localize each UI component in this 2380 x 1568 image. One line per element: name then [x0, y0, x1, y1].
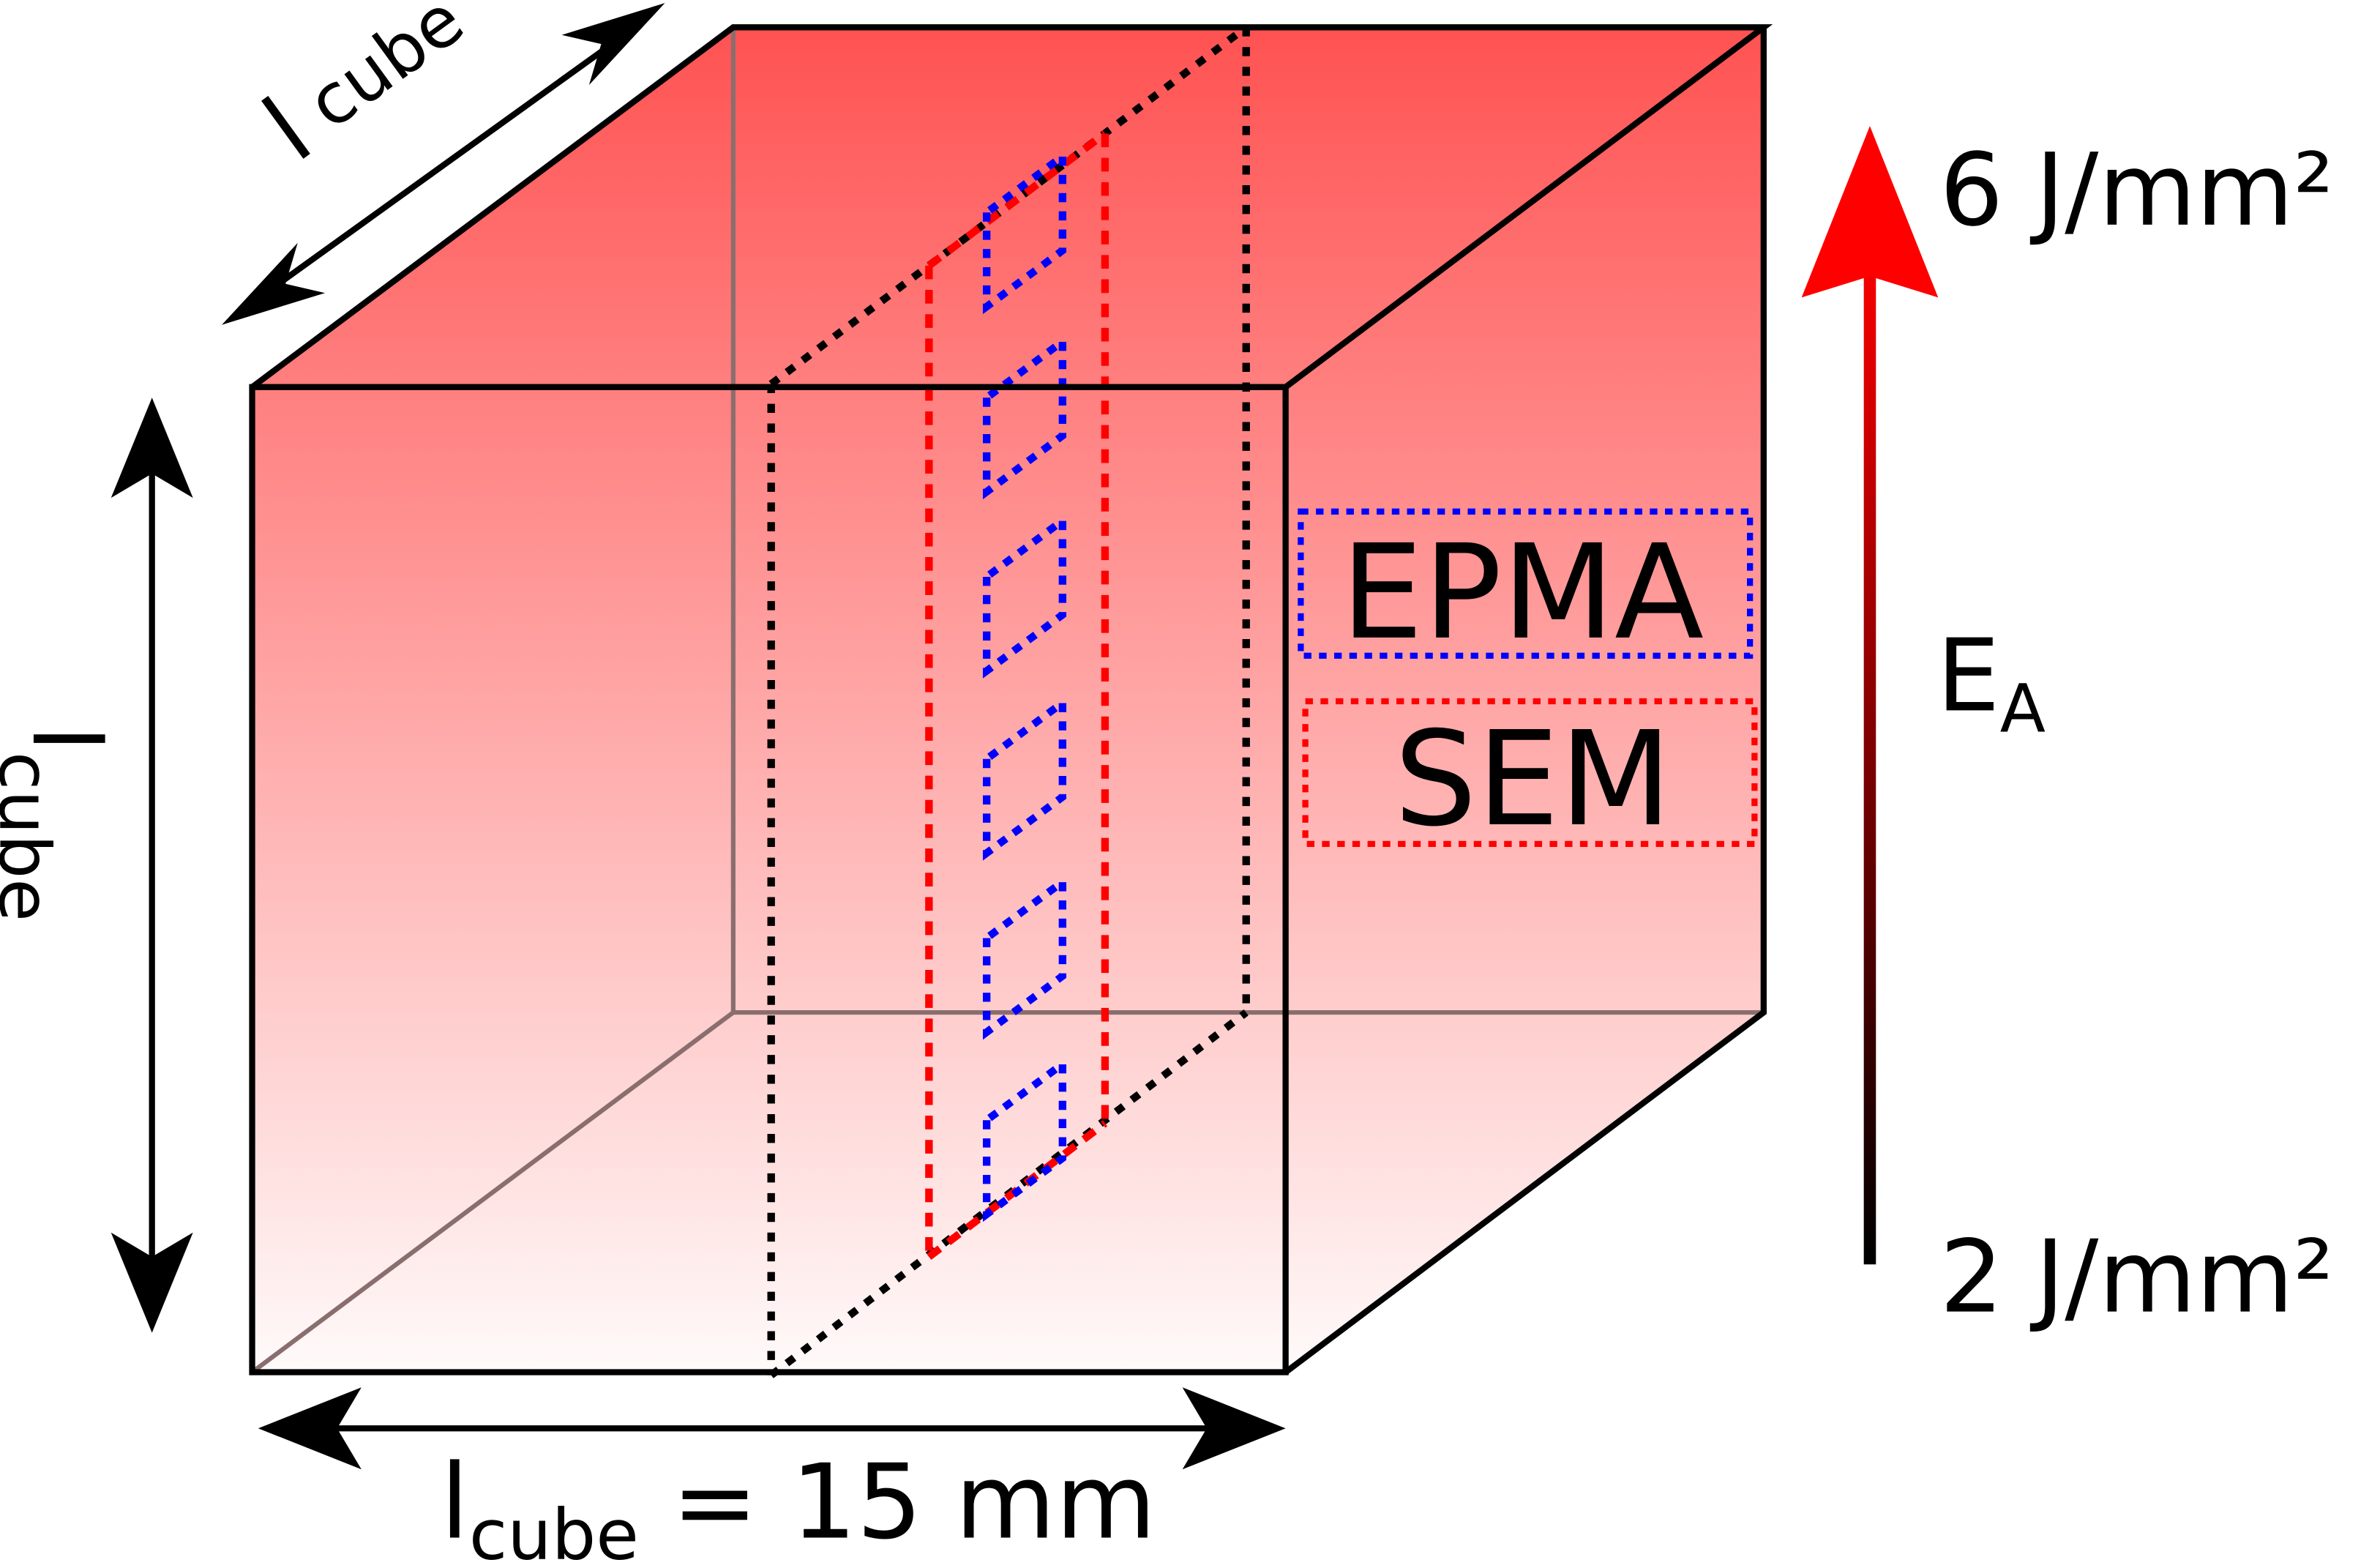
epma-region	[982, 334, 1067, 500]
width-label: lcube = 15 mm	[441, 1443, 1156, 1568]
epma-region	[982, 874, 1067, 1040]
epma-regions	[982, 149, 1067, 1222]
energy-min-label: 2 J/mm²	[1939, 1220, 2334, 1336]
epma-region	[982, 512, 1067, 679]
depth-arrow	[222, 3, 665, 325]
svg-text:EPMA: EPMA	[1341, 517, 1704, 669]
sem-legend: SEM	[1302, 698, 1758, 856]
energy-gradient-arrow	[1801, 126, 1939, 1265]
energy-symbol: EA	[1936, 618, 2046, 747]
epma-region	[982, 695, 1067, 861]
height-label: lcube	[0, 725, 120, 922]
epma-legend: EPMA	[1298, 508, 1754, 669]
energy-max-label: 6 J/mm²	[1939, 132, 2334, 249]
epma-region	[982, 1056, 1067, 1222]
depth-label: lcube	[245, 0, 485, 182]
cube-edges	[249, 24, 1773, 1375]
cube-body	[252, 27, 1764, 1373]
svg-text:SEM: SEM	[1394, 703, 1672, 856]
epma-region	[982, 149, 1067, 315]
cube-hidden-edges	[250, 27, 1764, 1375]
width-arrow	[258, 1387, 1286, 1470]
height-arrow	[111, 397, 193, 1333]
